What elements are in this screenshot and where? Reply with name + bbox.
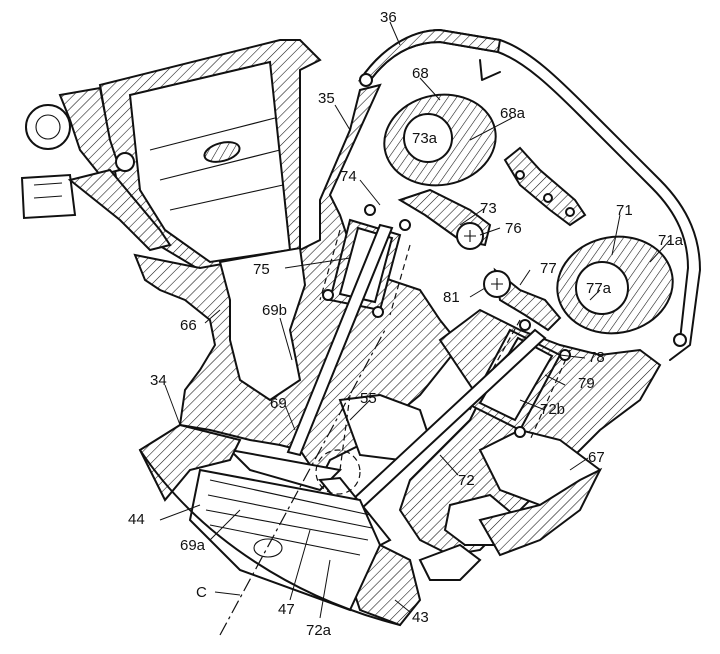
label-67: 67 <box>588 449 605 466</box>
intake-rocker-arm <box>397 188 492 250</box>
label-72: 72 <box>458 472 475 489</box>
reference-labels: 36 68 68a 35 73a 74 73 76 71 71a 75 77 8… <box>128 9 684 639</box>
label-55: 55 <box>360 390 377 407</box>
label-C: C <box>196 584 207 601</box>
label-34: 34 <box>150 372 167 389</box>
exhaust-cam <box>556 235 674 335</box>
label-43: 43 <box>412 609 429 626</box>
intake-valve <box>227 223 394 492</box>
label-73a: 73a <box>412 130 438 147</box>
label-69b: 69b <box>262 302 287 319</box>
label-66: 66 <box>180 317 197 334</box>
label-78: 78 <box>588 349 605 366</box>
label-79: 79 <box>578 375 595 392</box>
label-35: 35 <box>318 90 335 107</box>
label-69: 69 <box>270 395 287 412</box>
label-71: 71 <box>616 202 633 219</box>
label-72b: 72b <box>540 401 565 418</box>
label-77a: 77a <box>586 280 612 297</box>
label-77: 77 <box>540 260 557 277</box>
lower-right-block <box>418 467 603 581</box>
label-47: 47 <box>278 601 295 618</box>
label-76: 76 <box>505 220 522 237</box>
label-36: 36 <box>380 9 397 26</box>
label-69a: 69a <box>180 537 206 554</box>
fuel-injector <box>20 86 172 252</box>
head-cover <box>357 28 701 361</box>
intake-cam <box>383 93 497 187</box>
cam-bracket <box>503 146 587 227</box>
exhaust-rocker-arm <box>483 267 562 332</box>
label-72a: 72a <box>306 622 332 639</box>
cylinder-block <box>138 423 422 627</box>
label-73: 73 <box>480 200 497 217</box>
cylinder-axis <box>219 329 386 636</box>
label-75: 75 <box>253 261 270 278</box>
label-68a: 68a <box>500 105 526 122</box>
intake-port-body <box>98 39 322 272</box>
label-81: 81 <box>443 289 460 306</box>
label-71a: 71a <box>658 232 684 249</box>
label-44: 44 <box>128 511 145 528</box>
label-74: 74 <box>340 168 357 185</box>
label-68: 68 <box>412 65 429 82</box>
spark-plug-region <box>315 394 361 495</box>
leader-lines <box>159 21 671 619</box>
